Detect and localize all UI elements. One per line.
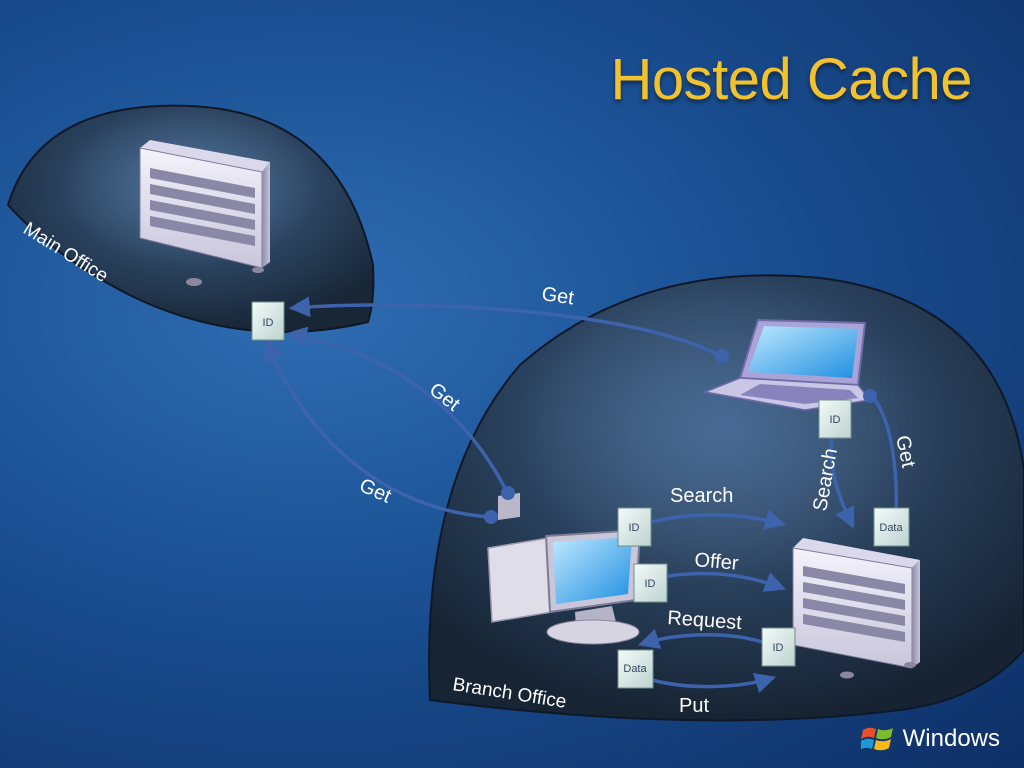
get-laptop-label: Get <box>540 283 575 309</box>
search-label: Search <box>670 485 733 507</box>
doc-search-id-text: ID <box>629 522 640 534</box>
offer-arrow <box>667 571 786 592</box>
doc-data-top: Data <box>873 507 910 547</box>
doc-request-id-text: ID <box>773 642 784 654</box>
get-low-label: Get <box>356 474 395 507</box>
request-arrow <box>637 628 763 649</box>
put-arrow <box>651 672 777 694</box>
branch-server-icon <box>792 538 920 679</box>
get-vertical-arrow <box>870 394 899 521</box>
windows-brand-text: Windows <box>902 725 1000 752</box>
windows-flag-icon <box>860 727 893 751</box>
desktop-pc-icon <box>487 492 642 645</box>
get-laptop-arrow <box>288 296 721 358</box>
doc-offer-id: ID <box>633 563 668 603</box>
slide-title: Hosted Cache <box>610 47 972 112</box>
request-label: Request <box>667 607 743 634</box>
get-mid-arrow <box>285 326 509 493</box>
doc-data-bottom: Data <box>617 649 654 689</box>
doc-data-bottom-text: Data <box>623 663 647 675</box>
doc-offer-id-text: ID <box>645 578 656 590</box>
offer-label: Offer <box>694 549 740 575</box>
put-label: Put <box>679 695 709 717</box>
doc-data-top-text: Data <box>879 522 903 534</box>
doc-laptop-id-text: ID <box>830 414 841 426</box>
windows-brand: Windows <box>860 724 1000 754</box>
main-office-server-icon <box>139 140 270 286</box>
doc-main-id-text: ID <box>263 317 274 329</box>
laptop-icon <box>702 318 872 411</box>
search-vertical-arrow <box>829 435 855 529</box>
doc-request-id: ID <box>761 627 796 667</box>
get-low-arrow <box>263 339 492 519</box>
doc-search-id: ID <box>617 507 652 547</box>
search-arrow <box>651 509 787 530</box>
doc-laptop-id: ID <box>818 399 852 439</box>
connection-arrows <box>263 296 899 694</box>
doc-main-id: ID <box>251 301 285 341</box>
get-mid-label: Get <box>425 379 464 416</box>
